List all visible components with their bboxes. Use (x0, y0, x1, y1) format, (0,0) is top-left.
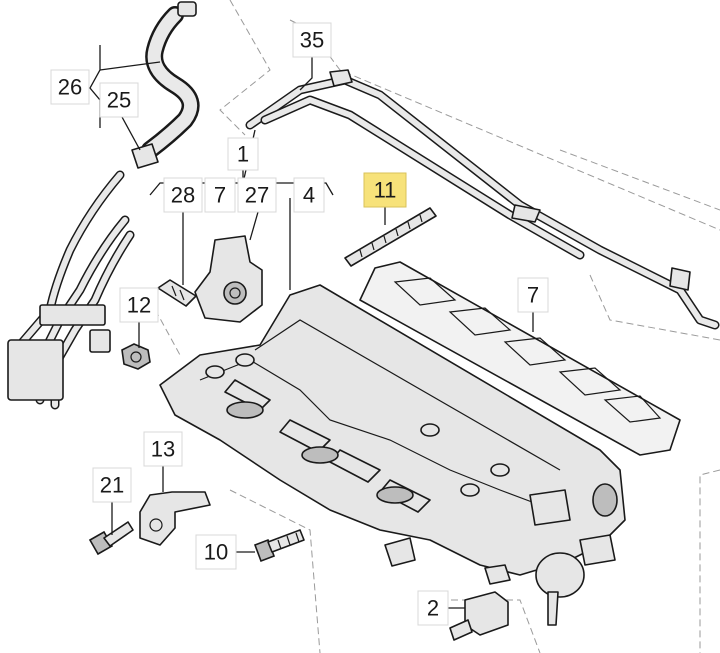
callout-label-4: 4 (303, 183, 315, 208)
callout-2[interactable]: 2 (417, 590, 449, 626)
breather-hose (131, 1, 200, 169)
callout-label-7-gasket: 7 (527, 283, 539, 308)
callout-11[interactable]: 11 (363, 172, 407, 208)
callout-7-gasket[interactable]: 7 (517, 277, 549, 313)
screw-10 (253, 529, 305, 563)
callout-label-21: 21 (100, 473, 124, 498)
callout-label-35: 35 (300, 28, 324, 53)
nut (121, 343, 151, 370)
stud (344, 207, 437, 267)
callout-13[interactable]: 13 (143, 431, 183, 467)
coolant-pipe (245, 69, 720, 330)
callout-label-12: 12 (127, 293, 151, 318)
callout-label-28: 28 (171, 183, 195, 208)
sensor (194, 235, 263, 323)
callout-27[interactable]: 27 (237, 177, 277, 213)
callout-10[interactable]: 10 (195, 534, 237, 570)
callout-26[interactable]: 26 (50, 69, 90, 105)
callout-label-13: 13 (151, 437, 175, 462)
screw-28 (157, 279, 197, 307)
callout-label-26: 26 (58, 75, 82, 100)
callout-label-2: 2 (427, 596, 439, 621)
callout-label-10: 10 (204, 540, 228, 565)
callout-label-1: 1 (237, 142, 249, 167)
position-sensor (139, 491, 211, 546)
valve (449, 591, 509, 641)
actuator (535, 534, 616, 626)
callout-1[interactable]: 1 (227, 137, 259, 171)
callout-label-27: 27 (245, 183, 269, 208)
bolt-21 (88, 521, 134, 556)
callout-label-25: 25 (107, 88, 131, 113)
callout-35[interactable]: 35 (292, 22, 332, 58)
gasket (359, 261, 681, 456)
callout-7-top[interactable]: 7 (204, 177, 236, 213)
callout-12[interactable]: 12 (119, 287, 159, 323)
callout-28[interactable]: 28 (163, 177, 203, 213)
pipe-bundle (7, 170, 135, 410)
callout-4[interactable]: 4 (293, 177, 325, 213)
callout-label-11: 11 (374, 178, 397, 203)
intake-manifold (159, 284, 626, 585)
callout-25[interactable]: 25 (99, 82, 139, 118)
callout-21[interactable]: 21 (92, 467, 132, 503)
callout-label-7-top: 7 (214, 183, 226, 208)
